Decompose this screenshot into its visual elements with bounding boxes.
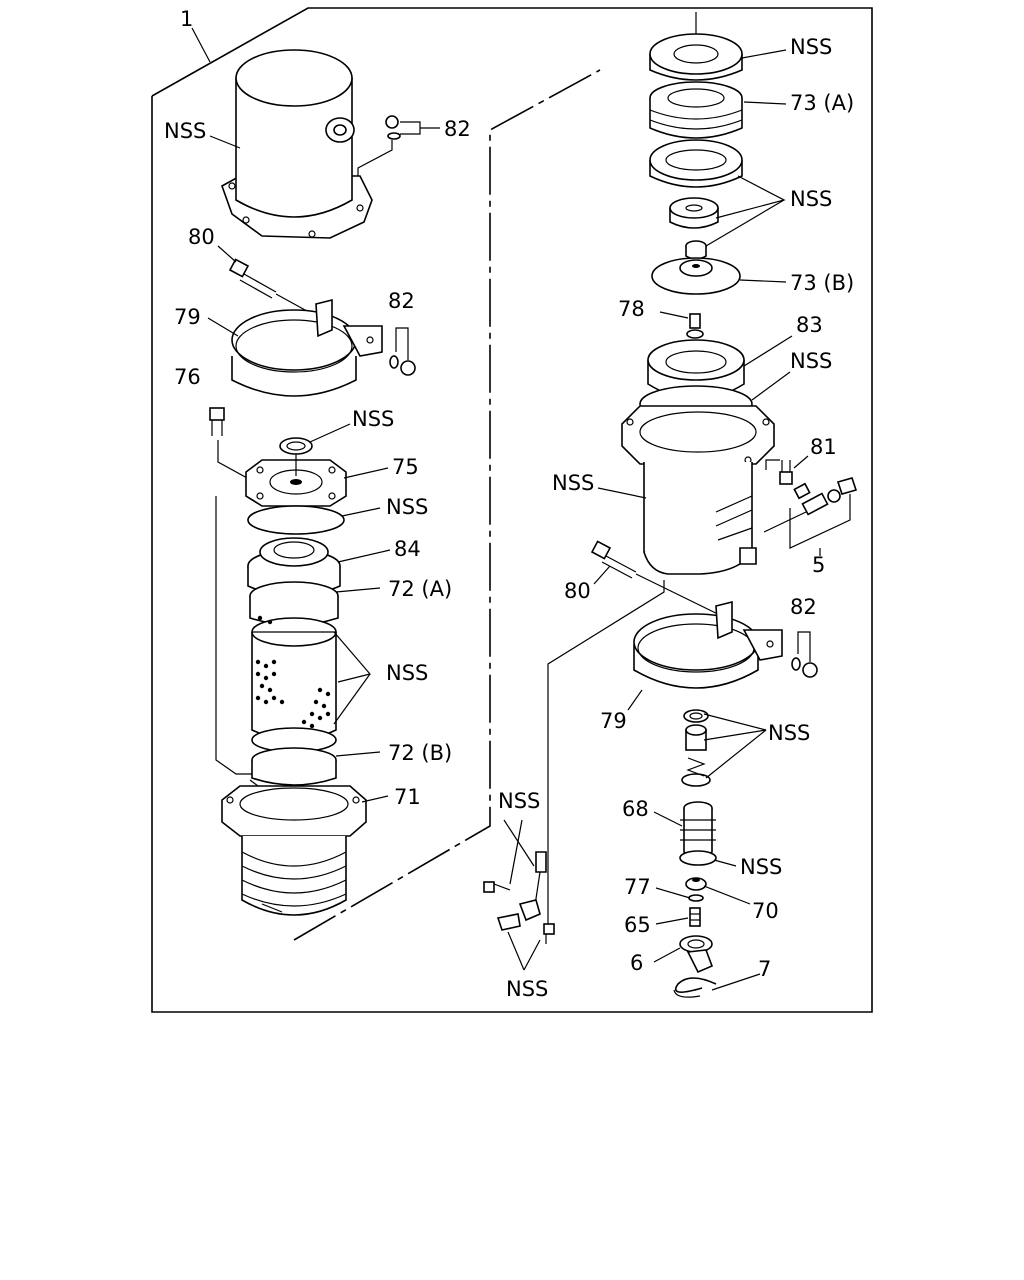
valve-stem [685, 724, 707, 751]
bolt-80-right [590, 540, 637, 579]
assembly-frame [151, 7, 873, 1013]
label-washer-77: 77 [624, 875, 651, 899]
label-seat-70: 70 [752, 899, 779, 923]
label-nut-82-top: 82 [444, 117, 471, 141]
label-nut-82-right: 82 [790, 595, 817, 619]
clamp-band-79-left [231, 298, 383, 397]
assembly-1-leader [191, 27, 211, 63]
clamp-band-79-right [633, 600, 783, 689]
nut-82-right [791, 657, 818, 678]
label-valve-nss: NSS [768, 721, 810, 745]
label-screw-65: 65 [624, 913, 651, 937]
spacer-ring-large [649, 139, 743, 188]
sensor-5 [763, 477, 858, 533]
label-cap-73b: 73 (B) [790, 271, 854, 295]
label-gasket-nss-right: NSS [790, 349, 832, 373]
nut-82-mid [389, 355, 416, 376]
label-housing-71: 71 [394, 785, 421, 809]
spacer-small [669, 197, 719, 229]
label-valve-body-nss: NSS [740, 855, 782, 879]
filter-element-72b [251, 747, 337, 786]
valve-68 [680, 801, 716, 858]
label-ring-83: 83 [796, 313, 823, 337]
plug-78 [686, 313, 704, 339]
label-element-72b: 72 (B) [388, 741, 452, 765]
label-bolt-80-left: 80 [188, 225, 215, 249]
label-stack-nss-right: NSS [790, 187, 832, 211]
label-bolt-80-right: 80 [564, 579, 591, 603]
label-fitting-6: 6 [630, 951, 643, 975]
nut-82-top [385, 115, 401, 140]
label-clip-7: 7 [758, 957, 771, 981]
label-element-nss-left: NSS [386, 661, 428, 685]
seat-70 [685, 877, 707, 891]
label-body-nss: NSS [552, 471, 594, 495]
label-bracket-nss-upper: NSS [498, 789, 540, 813]
label-gasket-nss-left: NSS [386, 495, 428, 519]
bracket-screw-upper [483, 881, 511, 893]
label-cover-nss: NSS [164, 119, 206, 143]
divider-line-left [293, 69, 601, 941]
label-bolt-76: 76 [174, 365, 201, 389]
spring [681, 757, 711, 787]
label-cap-75: 75 [392, 455, 419, 479]
fitting-6 [679, 935, 714, 974]
label-bracket-nss-lower: NSS [506, 977, 548, 1001]
label-top-nss: NSS [790, 35, 832, 59]
label-valve-68: 68 [622, 797, 649, 821]
end-cap-75 [245, 454, 347, 507]
valve-body [679, 850, 717, 866]
label-band-79-right: 79 [600, 709, 627, 733]
screw-81 [779, 460, 793, 485]
filter-housing-71 [221, 785, 367, 916]
bolt-80-left [228, 258, 277, 299]
wire-bracket [496, 851, 555, 944]
filter-body [621, 405, 775, 575]
label-element-72a: 72 (A) [388, 577, 452, 601]
bolt-76 [209, 407, 225, 436]
snap-ring-7 [674, 977, 717, 993]
screw-65 [689, 907, 701, 927]
seal-small [279, 437, 313, 455]
label-nut-82-mid: 82 [388, 289, 415, 313]
top-cover-disc [649, 33, 743, 81]
label-ring-84: 84 [394, 537, 421, 561]
label-plug-78: 78 [618, 297, 645, 321]
end-cap-73b [651, 257, 741, 295]
filter-element-73a [649, 81, 743, 139]
label-screw-81: 81 [810, 435, 837, 459]
gasket-left [247, 505, 345, 535]
label-assembly-1: 1 [180, 7, 193, 31]
label-seal-nss-left: NSS [352, 407, 394, 431]
filter-element-cylinder [251, 615, 337, 773]
tank-cover [221, 49, 373, 239]
label-band-79-left: 79 [174, 305, 201, 329]
o-ring-small [683, 709, 709, 723]
label-element-73a: 73 (A) [790, 91, 854, 115]
bushing [685, 240, 707, 260]
washer-77 [688, 894, 704, 902]
filter-element-72a [249, 581, 339, 626]
label-sensor-5: 5 [812, 553, 825, 577]
